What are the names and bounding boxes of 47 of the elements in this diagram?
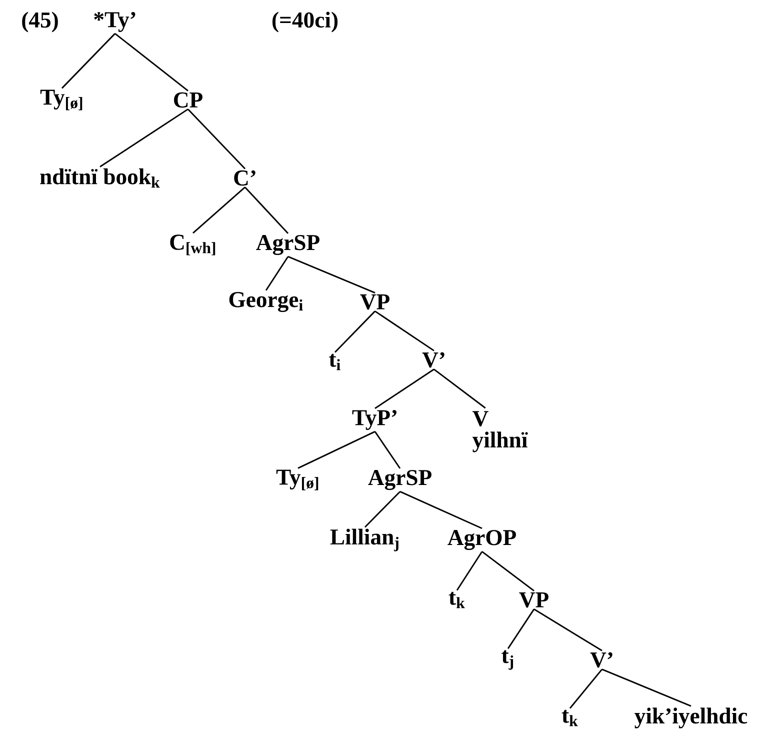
branch-line (334, 310, 376, 353)
tree-label: t$_{j}$ (502, 650, 514, 670)
branch-line (569, 668, 603, 709)
tree-label: C’ (234, 170, 256, 186)
tree-label: AgrSP (256, 234, 320, 255)
tree-label: VP (519, 592, 548, 608)
branch-line (507, 608, 535, 649)
tree-label: *Ty’ (94, 12, 136, 32)
branch-line (265, 256, 289, 291)
branch-line (374, 431, 401, 469)
branch-line (434, 368, 486, 409)
tree-label: VP (360, 294, 390, 310)
branch-line (534, 608, 602, 652)
tree-label: AgrSP (368, 470, 432, 490)
branch-line (400, 490, 482, 530)
tree-label: t$_{i}$ (329, 354, 340, 370)
branch-line (61, 33, 116, 89)
branch-line (100, 108, 188, 168)
branch-line (298, 430, 376, 469)
tree-label: t$_{k}$ (448, 592, 465, 608)
tree-label: Ty$_{[ø]}$ (276, 470, 318, 490)
tree-label: yik’iyelhdic (634, 708, 748, 728)
tree-label: V yilhnï (472, 411, 528, 452)
tree-label: C$_{[wh]}$ (170, 234, 216, 256)
tree-label: t$_{k}$ (562, 710, 578, 726)
tree-label: Ty$_{[ø]}$ (40, 90, 82, 110)
branch-line (192, 186, 246, 234)
tree-label: V’ (590, 652, 612, 668)
example-label: (=40ci) (272, 12, 338, 32)
tree-label: Lillian$_{j}$ (330, 528, 398, 552)
tree-label: AgrOP (448, 530, 516, 550)
branch-line (114, 33, 188, 92)
branch-line (602, 668, 692, 707)
tree-label: CP (174, 92, 202, 108)
branch-line (456, 551, 483, 591)
example-label: (45) (22, 12, 58, 32)
tree-label: TyP’ (352, 410, 396, 430)
branch-line (364, 491, 401, 528)
tree-label: V’ (422, 352, 444, 368)
branch-line (374, 310, 434, 352)
branch-line (288, 256, 376, 294)
branch-line (244, 186, 289, 234)
tree-label: ndïtnï book$_{k}$ (40, 168, 160, 188)
branch-line (187, 108, 246, 170)
branch-line (482, 551, 534, 592)
tree-label: George$_{i}$ (229, 292, 303, 312)
branch-line (374, 368, 434, 410)
